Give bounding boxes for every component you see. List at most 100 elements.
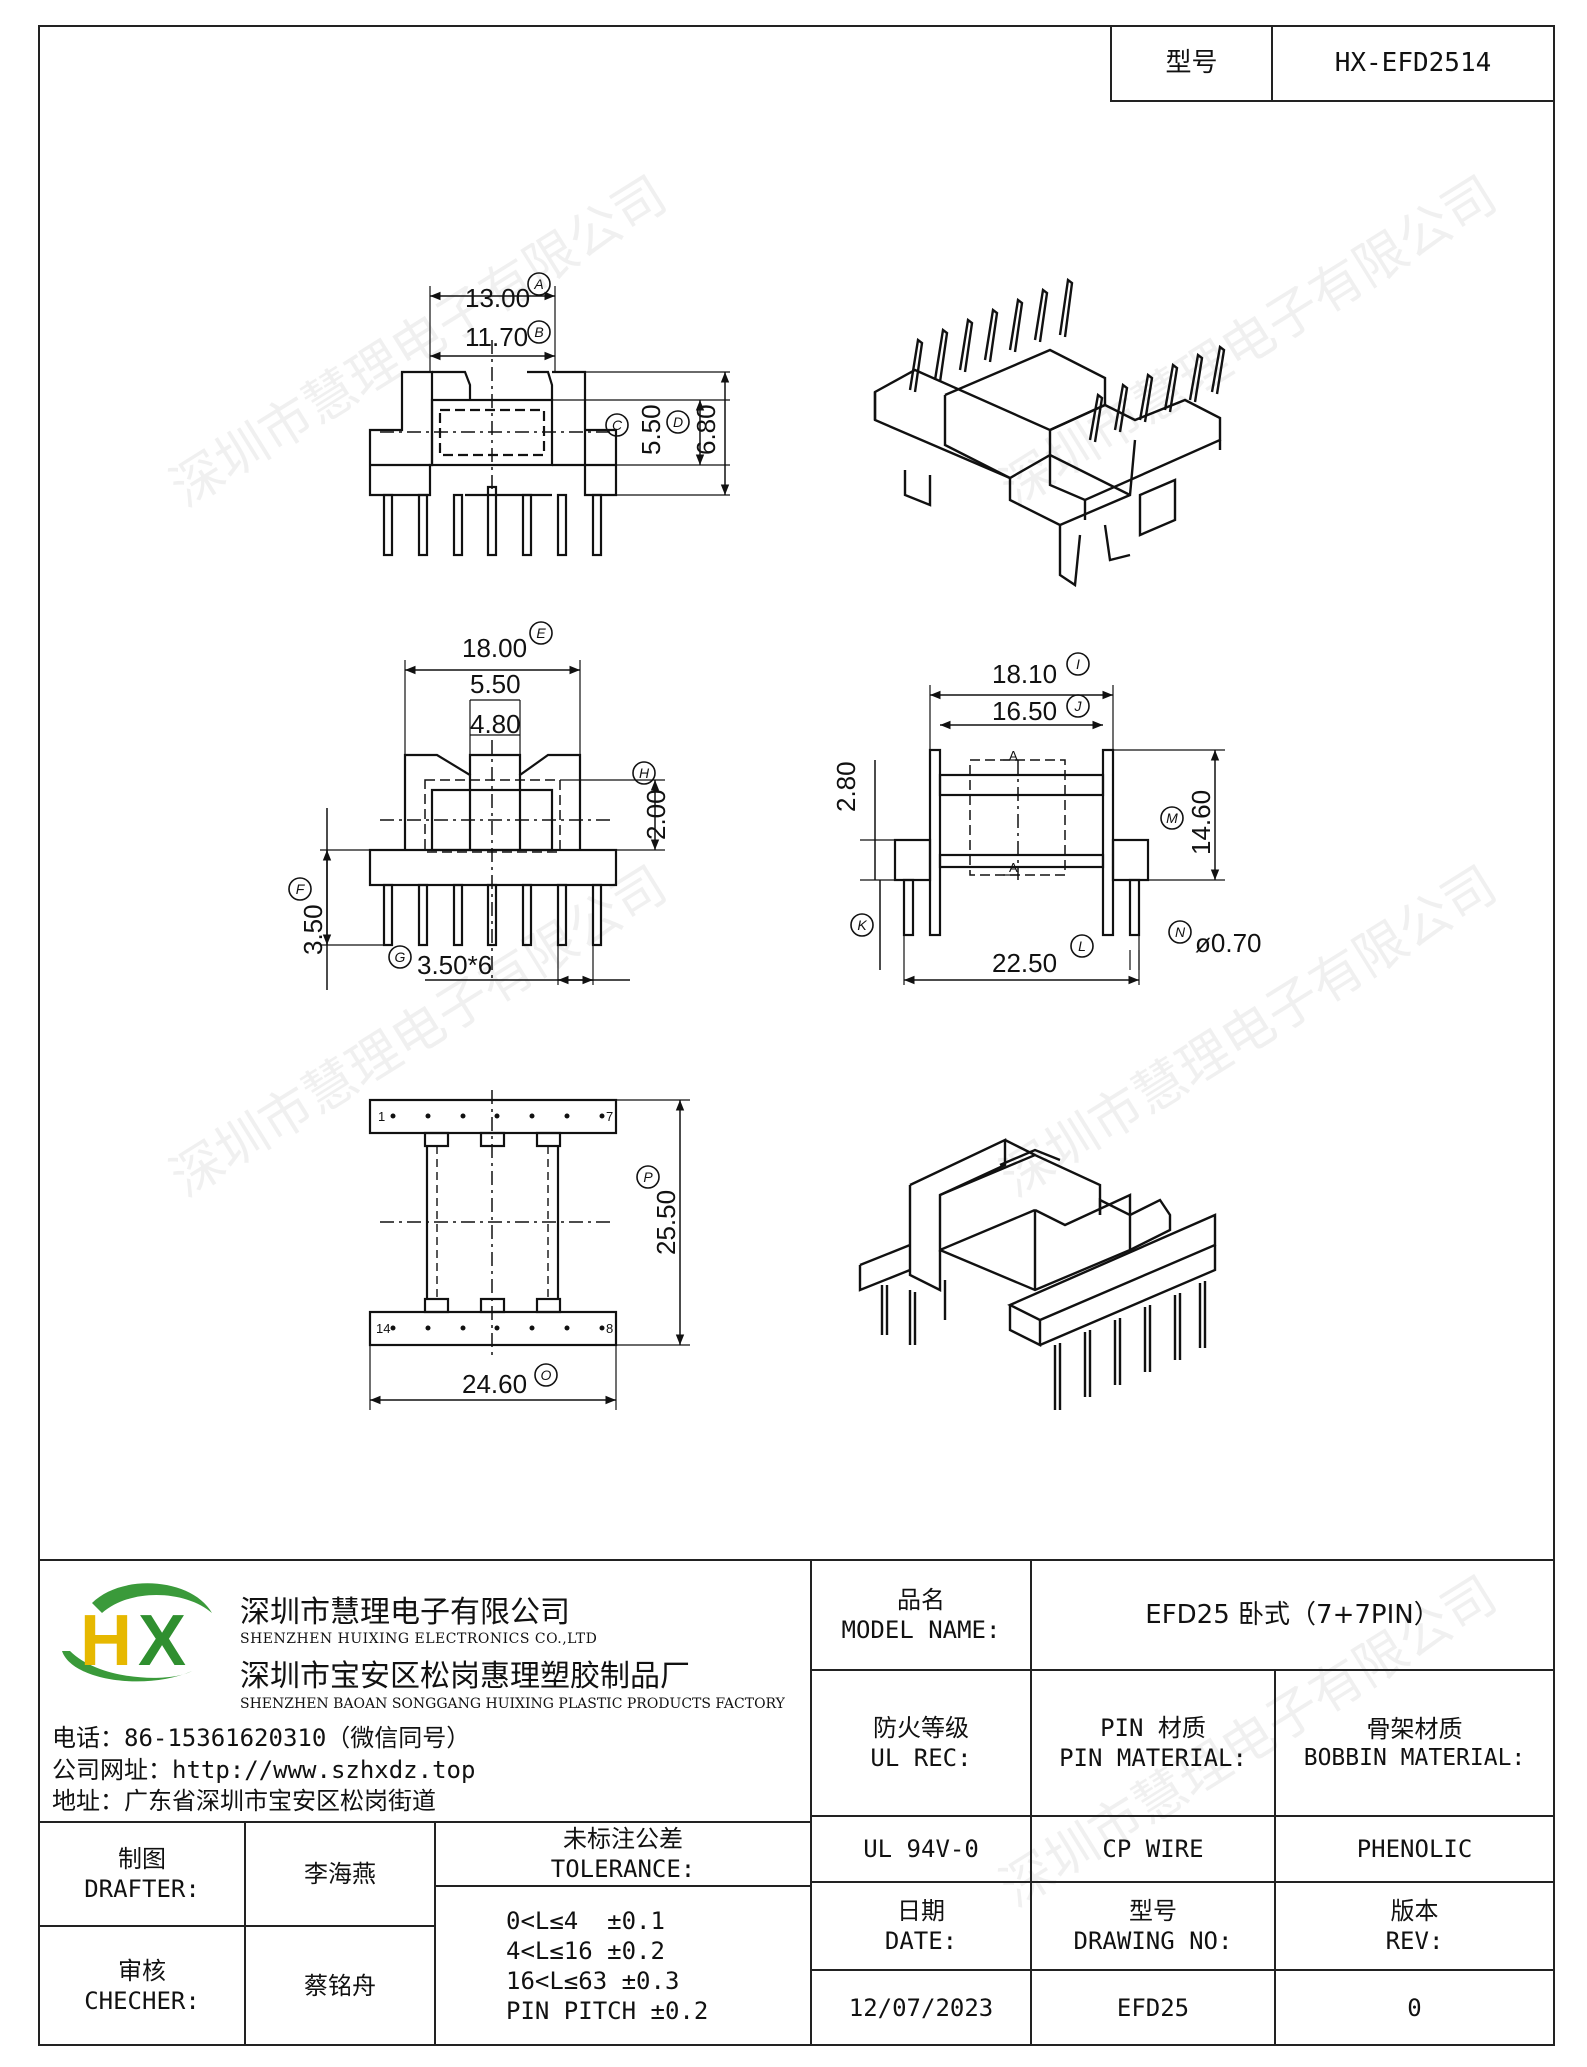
bobbin-material-label-cn: 骨架材质	[1366, 1714, 1463, 1743]
svg-text:O: O	[541, 1367, 552, 1383]
rev-value-cell: 0	[1274, 1969, 1555, 2046]
svg-text:E: E	[536, 625, 546, 641]
drafter-label-cn: 制图	[118, 1845, 166, 1873]
pin-mark: 7	[606, 1109, 613, 1124]
dim-L: 22.50	[992, 948, 1057, 978]
dim-E: 18.00	[462, 633, 527, 663]
date-value: 12/07/2023	[848, 1993, 994, 2022]
company-info: H X 深圳市慧理电子有限公司 SHENZHEN HUIXING ELECTRO…	[42, 1563, 812, 1823]
rev-label-cn: 版本	[1390, 1897, 1439, 1925]
svg-text:G: G	[395, 949, 406, 965]
svg-text:K: K	[857, 917, 867, 933]
callout-F: F	[288, 877, 312, 901]
date-label-cell: 日期 DATE:	[810, 1881, 1032, 1971]
svg-text:L: L	[1078, 938, 1086, 954]
factory-name-cn: 深圳市宝安区松岗惠理塑胶制品厂	[240, 1659, 690, 1694]
bobbin-material-label-cell: 骨架材质 BOBBIN MATERIAL:	[1274, 1669, 1555, 1817]
factory-name-en: SHENZHEN BAOAN SONGGANG HUIXING PLASTIC …	[240, 1696, 785, 1712]
svg-text:I: I	[1076, 656, 1080, 672]
callout-L: L	[1070, 934, 1094, 958]
bottom-view	[368, 1090, 690, 1410]
dim-G: 3.50*6	[417, 950, 492, 980]
ul-label-en: UL REC:	[870, 1744, 972, 1772]
ul-label-cell: 防火等级 UL REC:	[810, 1669, 1032, 1817]
model-label: 型号	[1165, 48, 1218, 79]
callout-A: A	[527, 272, 551, 296]
svg-text:A: A	[533, 276, 543, 292]
dim-A: 13.00	[465, 283, 530, 313]
pin-mark: 14	[376, 1321, 390, 1336]
dim-H: 2.00	[641, 789, 671, 840]
drawing-no-value-cell: EFD25	[1030, 1969, 1276, 2046]
model-name-label-en: MODEL NAME:	[841, 1616, 1001, 1644]
dim-N: ø0.70	[1195, 928, 1262, 958]
dim-B: 11.70	[465, 322, 528, 352]
model-name-label-cell: 品名 MODEL NAME:	[810, 1559, 1032, 1671]
checker-label-en: CHECHER:	[84, 1986, 200, 2015]
company-phone: 电话：86-15361620310（微信同号）	[52, 1724, 471, 1752]
tolerance-label-cn: 未标注公差	[563, 1825, 683, 1853]
callout-B: B	[527, 320, 551, 344]
bobbin-material-label-en: BOBBIN MATERIAL:	[1303, 1744, 1526, 1771]
pin-material-value: CP WIRE	[1102, 1835, 1204, 1863]
dim-E2: 5.50	[470, 669, 521, 699]
dim-O: 24.60	[462, 1369, 527, 1399]
pin-mark: 8	[606, 1321, 613, 1336]
bobbin-material-value: PHENOLIC	[1356, 1835, 1473, 1863]
model-name-label-cn: 品名	[897, 1586, 945, 1614]
dim-M: 14.60	[1186, 790, 1216, 855]
callout-K: K	[850, 913, 874, 937]
ul-value-cell: UL 94V-0	[810, 1815, 1032, 1883]
isometric-view-bottom	[858, 1138, 1217, 1410]
svg-text:J: J	[1074, 698, 1083, 714]
company-name-cn: 深圳市慧理电子有限公司	[240, 1595, 570, 1630]
svg-text:P: P	[643, 1169, 653, 1185]
dim-E3: 4.80	[470, 709, 521, 739]
rev-value: 0	[1407, 1993, 1422, 2022]
checker-label-cn: 审核	[118, 1956, 166, 1985]
bobbin-material-value-cell: PHENOLIC	[1274, 1815, 1555, 1883]
date-label-en: DATE:	[884, 1927, 958, 1955]
pin-material-label-en: PIN MATERIAL:	[1059, 1744, 1247, 1772]
callout-O: O	[534, 1363, 558, 1387]
checker-label-cell: 审核 CHECHER:	[38, 1925, 246, 2046]
dim-I: 18.10	[992, 659, 1057, 689]
pin-mark: 1	[378, 1109, 385, 1124]
model-value-cell: HX-EFD2514	[1271, 25, 1555, 102]
logo-x: X	[138, 1601, 186, 1681]
svg-text:B: B	[534, 324, 543, 340]
title-block-top-rule	[38, 1559, 1555, 1561]
pin-material-label-cn: PIN 材质	[1100, 1714, 1206, 1742]
drawing-no-label-cell: 型号 DRAWING NO:	[1030, 1881, 1276, 1971]
tolerance-line: 4<L≤16 ±0.2	[506, 1936, 665, 1965]
company-website: 公司网址：http://www.szhxdz.top	[52, 1756, 476, 1784]
tolerance-label-cell: 未标注公差 TOLERANCE:	[434, 1821, 812, 1887]
model-name-value-cell: EFD25 卧式（7+7PIN）	[1030, 1559, 1555, 1671]
ul-value: UL 94V-0	[863, 1835, 979, 1863]
tolerance-line: PIN PITCH ±0.2	[506, 1996, 709, 2025]
drafter-value-cell: 李海燕	[244, 1821, 436, 1927]
checker-value-cell: 蔡铭舟	[244, 1925, 436, 2046]
svg-text:D: D	[673, 414, 683, 430]
callout-N: N	[1168, 920, 1192, 944]
svg-text:C: C	[612, 417, 623, 433]
dim-C: 5.50	[636, 404, 666, 455]
dim-J: 16.50	[992, 696, 1057, 726]
section-mark: A	[1009, 748, 1018, 763]
tolerance-label-en: TOLERANCE:	[550, 1855, 696, 1883]
rev-label-cell: 版本 REV:	[1274, 1881, 1555, 1971]
date-value-cell: 12/07/2023	[810, 1969, 1032, 2046]
model-value: HX-EFD2514	[1334, 48, 1492, 79]
model-name-value: EFD25 卧式（7+7PIN）	[1145, 1599, 1440, 1630]
svg-text:M: M	[1166, 810, 1178, 826]
callout-P: P	[636, 1165, 660, 1189]
pin-material-value-cell: CP WIRE	[1030, 1815, 1276, 1883]
drawing-no-label-en: DRAWING NO:	[1073, 1927, 1233, 1955]
callout-E: E	[529, 621, 553, 645]
tolerance-line: 16<L≤63 ±0.3	[506, 1966, 680, 1995]
dim-K: 2.80	[831, 761, 861, 812]
end-view	[368, 286, 730, 557]
callout-I: I	[1066, 652, 1090, 676]
date-label-cn: 日期	[897, 1897, 945, 1925]
company-name-en: SHENZHEN HUIXING ELECTRONICS CO.,LTD	[240, 1631, 598, 1647]
